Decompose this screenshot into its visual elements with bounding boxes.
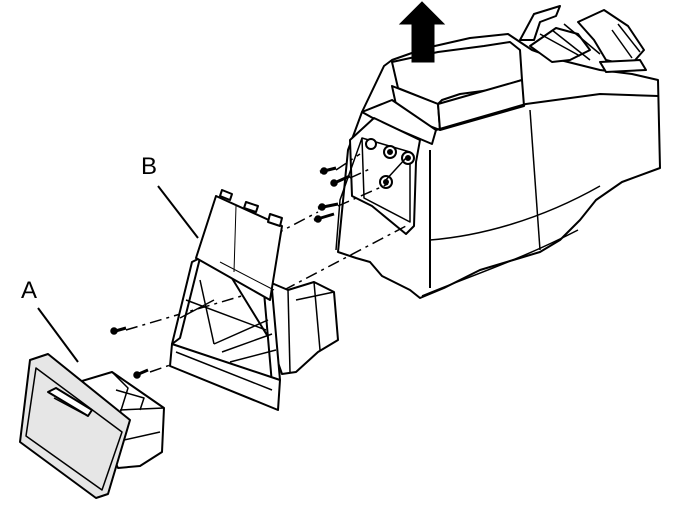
callout-label-b: B bbox=[141, 153, 158, 180]
console-body bbox=[337, 33, 661, 299]
callout-a-leader bbox=[37, 307, 79, 363]
rear-tray bbox=[519, 5, 647, 73]
up-arrow-icon bbox=[398, 1, 446, 63]
part-b-bracket bbox=[169, 189, 339, 411]
screw-icon bbox=[110, 166, 351, 379]
callout-leaders bbox=[37, 185, 199, 363]
part-a-drawer bbox=[19, 353, 165, 499]
callout-b-leader bbox=[157, 185, 199, 239]
callout-label-a: A bbox=[21, 277, 38, 304]
mounting-bracket bbox=[335, 117, 421, 251]
